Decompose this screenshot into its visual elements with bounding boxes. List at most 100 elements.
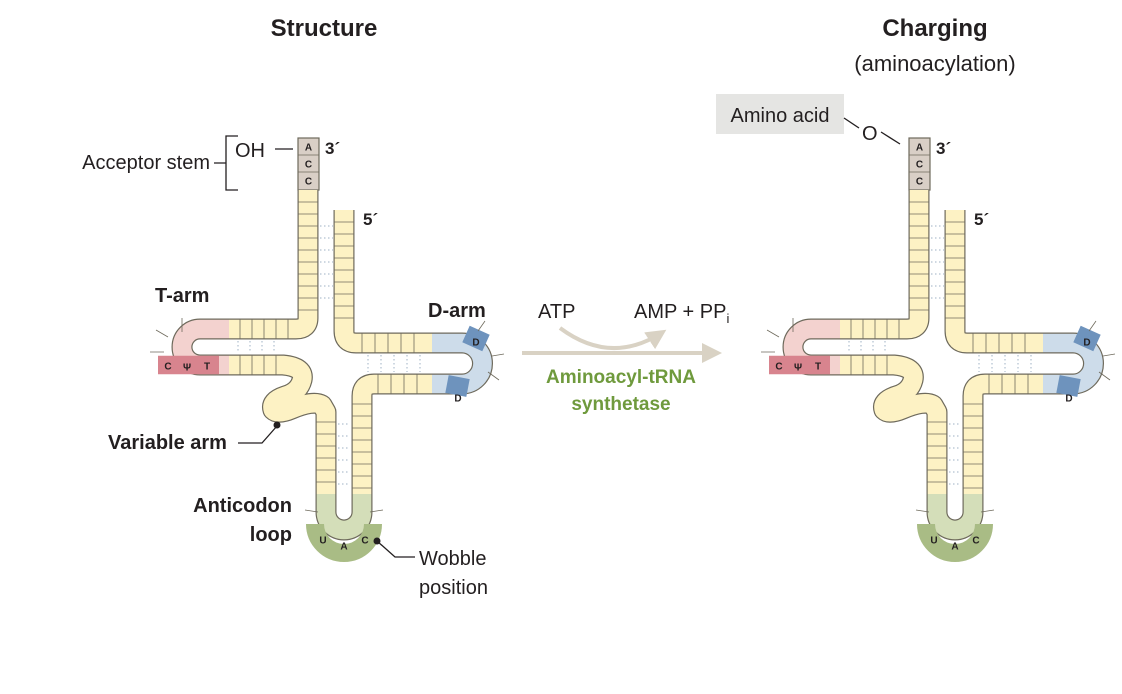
three-prime-strand-fill xyxy=(840,190,929,339)
structure-title: Structure xyxy=(271,15,378,42)
variable-arm-label: Variable arm xyxy=(108,432,227,454)
t-loop-base-t: T xyxy=(815,362,821,373)
acceptor-cap: ACC xyxy=(908,137,931,191)
variable-arm-dot xyxy=(273,421,281,429)
d-arm-label: D-arm xyxy=(428,300,486,322)
anticodon-base-u: U xyxy=(319,536,326,547)
wobble-label-line1: Wobble xyxy=(419,548,486,570)
five-prime-d-stem-upper-fill xyxy=(334,210,432,353)
t-loop-base-t: T xyxy=(204,362,210,373)
variable-arm-pointer xyxy=(238,425,278,444)
enzyme-name-line1: Aminoacyl-tRNA xyxy=(546,367,696,388)
anticodon-base-u: U xyxy=(930,536,937,547)
anticodon-d-stem-lower-outline xyxy=(962,373,1043,494)
anticodon-loop-label-line2: loop xyxy=(250,524,292,546)
variable-arm-strand-fill xyxy=(229,355,336,494)
anticodon-accent xyxy=(306,523,382,562)
left-three-prime-label: 3´ xyxy=(325,139,340,158)
amino-acid-attachment: Amino acid O xyxy=(716,94,901,145)
five-prime-d-stem-upper xyxy=(944,210,1043,354)
three-prime-strand-outline xyxy=(229,190,319,340)
reactant-atp: ATP xyxy=(538,301,575,323)
acceptor-stem-label: Acceptor stem xyxy=(82,152,210,174)
three-prime-strand-outline xyxy=(840,190,930,340)
acceptor-base: A xyxy=(916,143,923,154)
d-loop-base-d: D xyxy=(454,394,461,405)
anticodon-loop-strand-fill xyxy=(316,494,372,540)
charging-subtitle: (aminoacylation) xyxy=(854,51,1015,76)
variable-arm-strand-outline xyxy=(229,354,337,494)
amino-acid-bond xyxy=(843,117,860,129)
anticodon-loop-strand xyxy=(315,494,373,541)
acceptor-base: A xyxy=(305,143,312,154)
acceptor-base: C xyxy=(305,160,312,171)
anticodon-accent xyxy=(917,523,993,562)
anticodon-d-stem-lower xyxy=(351,373,432,494)
d-loop-base-d: D xyxy=(1083,338,1090,349)
anticodon-d-stem-lower-fill xyxy=(963,374,1043,494)
anticodon-base-a: A xyxy=(340,542,347,553)
oxygen-bond xyxy=(880,131,901,145)
wobble-pointer xyxy=(376,540,415,558)
d-loop-accent xyxy=(1073,325,1101,352)
t-loop-tick xyxy=(761,318,794,353)
amino-acid-box xyxy=(716,94,844,134)
amino-acid-label: Amino acid xyxy=(731,105,830,127)
t-loop-tick xyxy=(150,318,183,353)
t-loop-base-psi: Ψ xyxy=(183,363,191,374)
acceptor-stem-bracket xyxy=(214,135,238,191)
d-loop-accent xyxy=(462,325,490,352)
left-five-prime-label: 5´ xyxy=(363,210,378,229)
product-amp-ppi: AMP + PPi xyxy=(634,301,729,326)
three-prime-strand-fill xyxy=(229,190,318,339)
anticodon-tick xyxy=(915,509,995,513)
anticodon-loop-annotation: Anticodon loop xyxy=(193,495,292,546)
anticodon-d-stem-lower xyxy=(962,373,1043,494)
wobble-position-annotation: Wobble position xyxy=(373,537,488,599)
anticodon-base-c: C xyxy=(972,536,979,547)
variable-arm-annotation: Variable arm xyxy=(108,421,281,454)
d-loop-accent xyxy=(1056,375,1081,397)
oxygen-label: O xyxy=(862,123,878,145)
anticodon-loop-label-line1: Anticodon xyxy=(193,495,292,517)
variable-arm-strand-fill xyxy=(840,355,947,494)
enzyme-name-line2: synthetase xyxy=(571,394,670,415)
d-loop-tick xyxy=(1088,320,1116,381)
d-loop: DD xyxy=(1043,320,1116,405)
five-prime-d-stem-upper-outline xyxy=(944,210,1043,354)
anticodon-base-c: C xyxy=(361,536,368,547)
acceptor-cap: ACC xyxy=(297,137,320,191)
d-loop-accent xyxy=(445,375,470,397)
t-loop-base-c: C xyxy=(775,362,782,373)
variable-arm-strand-outline xyxy=(840,354,948,494)
right-three-prime-label: 3´ xyxy=(936,139,951,158)
oh-label: OH xyxy=(235,140,265,162)
product-subscript: i xyxy=(726,311,729,326)
charging-title: Charging xyxy=(882,15,987,42)
five-prime-d-stem-upper-fill xyxy=(945,210,1043,353)
anticodon-loop-strand xyxy=(926,494,984,541)
anticodon-tick xyxy=(304,509,384,513)
wobble-label-line2: position xyxy=(419,577,488,599)
anticodon-loop-strand-fill xyxy=(927,494,983,540)
d-loop-tick xyxy=(477,320,505,381)
anticodon-d-stem-lower-fill xyxy=(352,374,432,494)
d-loop-base-d: D xyxy=(1065,394,1072,405)
t-loop-base-c: C xyxy=(164,362,171,373)
anticodon-loop: UAC xyxy=(304,494,384,562)
t-loop-base-psi: Ψ xyxy=(794,363,802,374)
anticodon-base-a: A xyxy=(951,542,958,553)
anticodon-d-stem-lower-outline xyxy=(351,373,432,494)
variable-arm-strand xyxy=(840,354,948,494)
three-prime-strand xyxy=(229,190,319,340)
five-prime-d-stem-upper xyxy=(333,210,432,354)
variable-arm-strand xyxy=(229,354,337,494)
acceptor-base: C xyxy=(305,177,312,188)
side-reaction-arrow xyxy=(558,326,667,351)
